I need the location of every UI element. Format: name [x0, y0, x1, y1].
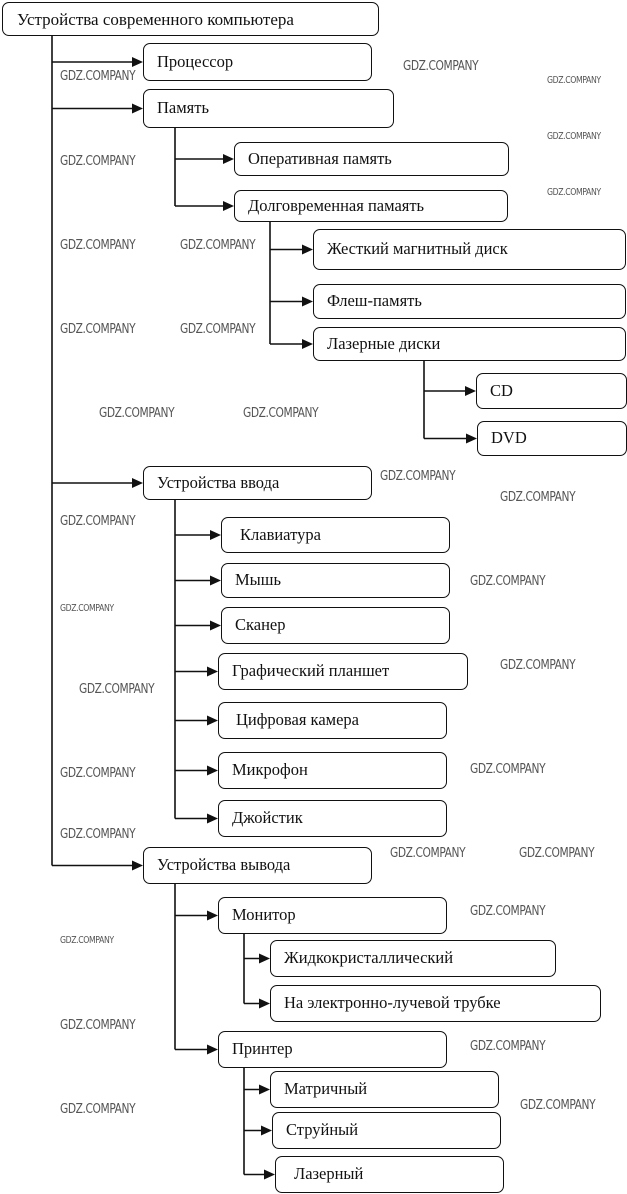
- watermark: GDZ.COMPANY: [60, 1102, 136, 1117]
- watermark: GDZ.COMPANY: [60, 766, 136, 781]
- watermark: GDZ.COMPANY: [500, 490, 576, 505]
- watermark: GDZ.COMPANY: [60, 1018, 136, 1033]
- watermark: GDZ.COMPANY: [60, 603, 114, 614]
- arrowhead-icon: [302, 296, 313, 307]
- watermark: GDZ.COMPANY: [79, 682, 155, 697]
- arrowhead-icon: [207, 813, 218, 824]
- arrowhead-icon: [259, 953, 270, 964]
- arrowhead-icon: [210, 530, 221, 540]
- arrowhead-icon: [261, 1125, 272, 1136]
- watermark: GDZ.COMPANY: [470, 1039, 546, 1054]
- arrowhead-icon: [465, 386, 476, 396]
- node-dvd: DVD: [477, 421, 627, 456]
- watermark: GDZ.COMPANY: [390, 846, 466, 861]
- arrowhead-icon: [132, 478, 143, 488]
- node-cd: CD: [476, 373, 627, 409]
- watermark: GDZ.COMPANY: [403, 59, 479, 74]
- node-lcd: Жидкокристаллический: [270, 940, 556, 977]
- node-tablet: Графический планшет: [218, 653, 468, 690]
- watermark: GDZ.COMPANY: [380, 469, 456, 484]
- node-flash: Флеш-память: [313, 284, 626, 319]
- watermark: GDZ.COMPANY: [60, 69, 136, 84]
- node-joystick: Джойстик: [218, 800, 447, 837]
- arrowhead-icon: [302, 339, 313, 349]
- arrowhead-icon: [207, 765, 218, 776]
- arrowhead-icon: [259, 998, 270, 1009]
- node-monitor: Монитор: [218, 897, 447, 934]
- node-scanner: Сканер: [221, 607, 450, 644]
- watermark: GDZ.COMPANY: [470, 762, 546, 777]
- arrowhead-icon: [207, 910, 218, 921]
- node-crt: На электронно-лучевой трубке: [270, 985, 601, 1022]
- node-output: Устройства вывода: [143, 847, 372, 884]
- node-laser-discs: Лазерные диски: [313, 327, 626, 361]
- watermark: GDZ.COMPANY: [60, 238, 136, 253]
- node-dot-matrix: Матричный: [270, 1071, 499, 1108]
- node-memory: Память: [143, 89, 394, 128]
- arrowhead-icon: [207, 1044, 218, 1055]
- watermark: GDZ.COMPANY: [99, 406, 175, 421]
- arrowhead-icon: [302, 244, 313, 255]
- node-mouse: Мышь: [221, 563, 450, 598]
- node-microphone: Микрофон: [218, 752, 447, 789]
- watermark: GDZ.COMPANY: [60, 514, 136, 529]
- arrowhead-icon: [259, 1084, 270, 1095]
- watermark: GDZ.COMPANY: [60, 827, 136, 842]
- arrowhead-icon: [223, 201, 234, 211]
- arrowhead-icon: [132, 57, 143, 67]
- arrowhead-icon: [132, 860, 143, 871]
- watermark: GDZ.COMPANY: [180, 322, 256, 337]
- node-input: Устройства ввода: [143, 466, 372, 500]
- node-camera: Цифровая камера: [218, 702, 447, 739]
- watermark: GDZ.COMPANY: [547, 131, 601, 142]
- watermark: GDZ.COMPANY: [243, 406, 319, 421]
- arrowhead-icon: [132, 103, 143, 114]
- watermark: GDZ.COMPANY: [500, 658, 576, 673]
- node-ram: Оперативная память: [234, 142, 509, 176]
- watermark: GDZ.COMPANY: [547, 187, 601, 198]
- node-root: Устройства современного компьютера: [2, 2, 379, 36]
- watermark: GDZ.COMPANY: [60, 154, 136, 169]
- watermark: GDZ.COMPANY: [60, 935, 114, 946]
- node-printer: Принтер: [218, 1031, 447, 1068]
- watermark: GDZ.COMPANY: [60, 322, 136, 337]
- arrowhead-icon: [210, 620, 221, 631]
- watermark: GDZ.COMPANY: [180, 238, 256, 253]
- watermark: GDZ.COMPANY: [520, 1098, 596, 1113]
- node-keyboard: Клавиатура: [221, 517, 450, 553]
- arrowhead-icon: [210, 575, 221, 586]
- arrowhead-icon: [223, 154, 234, 164]
- arrowhead-icon: [466, 433, 477, 444]
- watermark: GDZ.COMPANY: [470, 574, 546, 589]
- watermark: GDZ.COMPANY: [519, 846, 595, 861]
- watermark: GDZ.COMPANY: [547, 75, 601, 86]
- node-longterm: Долговременная памаять: [234, 190, 508, 222]
- node-inkjet: Струйный: [272, 1112, 501, 1149]
- arrowhead-icon: [207, 715, 218, 726]
- arrowhead-icon: [264, 1169, 275, 1180]
- node-processor: Процессор: [143, 43, 372, 81]
- arrowhead-icon: [207, 666, 218, 677]
- node-hdd: Жесткий магнитный диск: [313, 229, 626, 270]
- node-laser: Лазерный: [275, 1156, 504, 1193]
- watermark: GDZ.COMPANY: [470, 904, 546, 919]
